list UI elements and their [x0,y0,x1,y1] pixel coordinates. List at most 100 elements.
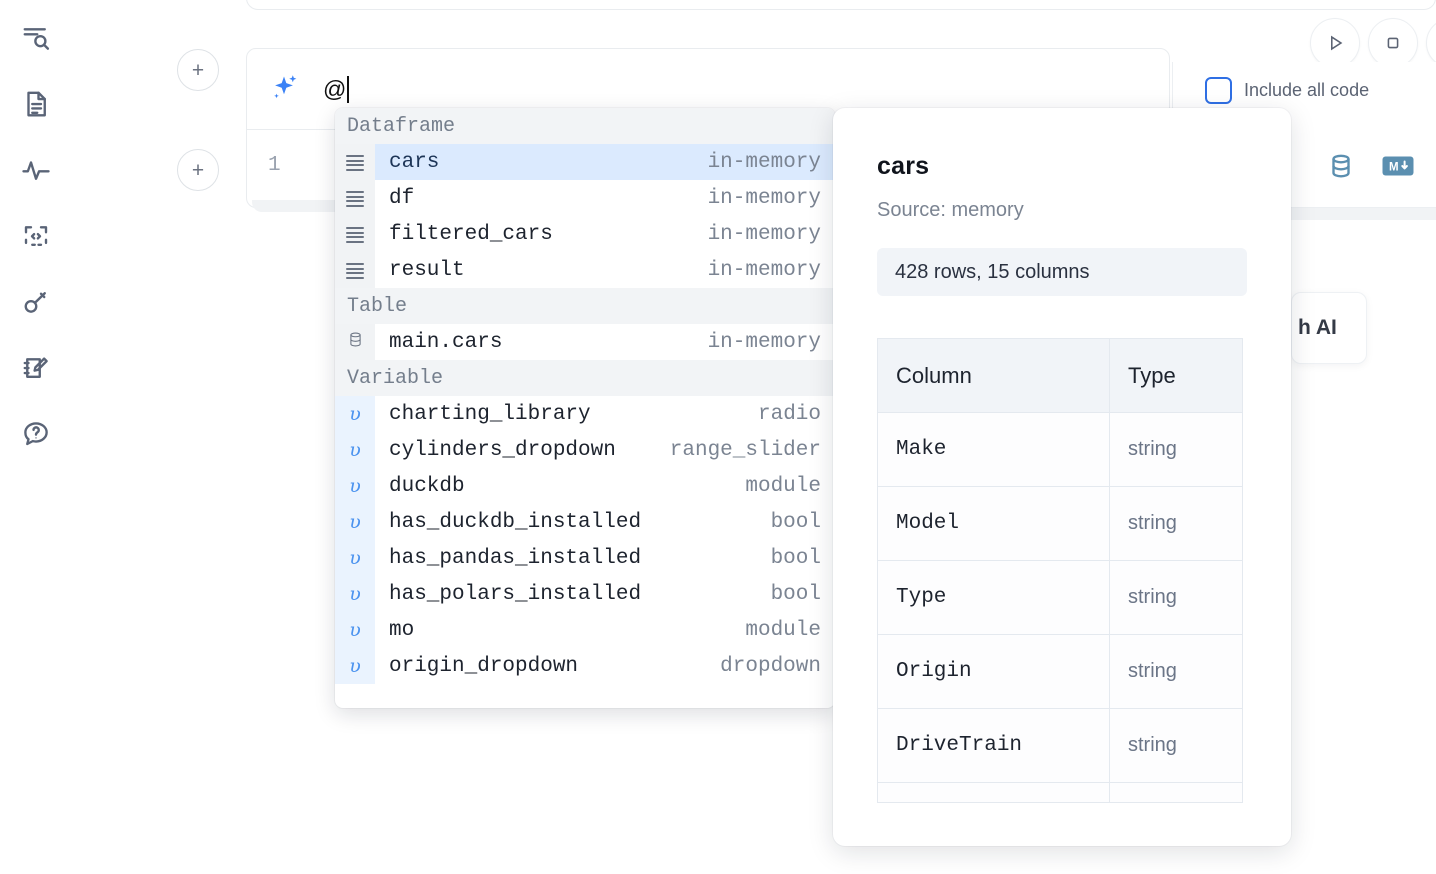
include-all-code-checkbox[interactable] [1205,76,1232,104]
run-button[interactable] [1310,18,1360,68]
preview-table-row-clipped [877,782,1243,803]
stop-button[interactable] [1368,18,1418,68]
autocomplete-item-meta: radio [757,402,821,426]
include-all-code-label: Include all code [1244,79,1370,100]
autocomplete-item-name: result [389,258,465,282]
autocomplete-item-meta: module [745,474,821,498]
autocomplete-item[interactable]: cars in-memory [335,144,835,180]
file-document-icon[interactable] [14,82,58,126]
autocomplete-item-meta: dropdown [720,654,821,678]
upsilon-variable-icon: υ [335,648,375,684]
code-snippet-icon[interactable] [14,214,58,258]
preview-column-type: string [1109,634,1243,709]
autocomplete-item-name: charting_library [389,402,591,426]
preview-column-type: string [1109,412,1243,487]
autocomplete-item[interactable]: filtered_cars in-memory [335,216,835,252]
activity-pulse-icon[interactable] [14,148,58,192]
autocomplete-item-name: origin_dropdown [389,654,579,678]
autocomplete-item-meta: in-memory [707,222,821,246]
autocomplete-group-label: Table [335,288,835,324]
preview-column-header: Column [877,338,1110,413]
autocomplete-item-name: mo [389,618,415,642]
more-actions-button[interactable] [1426,18,1436,68]
autocomplete-item-meta: in-memory [707,150,821,174]
help-chat-icon[interactable] [14,412,58,456]
preview-shape-badge: 428 rows, 15 columns [877,248,1247,296]
include-all-code-row[interactable]: Include all code [1172,62,1436,118]
text-cursor [347,75,350,103]
hamburger-rows-icon [335,144,375,180]
markdown-icon[interactable]: M [1382,154,1414,183]
upsilon-variable-icon: υ [335,540,375,576]
autocomplete-item-name: has_duckdb_installed [389,510,642,534]
autocomplete-item-meta: in-memory [707,258,821,282]
ai-prompt-input[interactable]: @ [323,75,350,103]
ai-sparkle-icon [267,72,301,106]
notebook-edit-icon[interactable] [14,346,58,390]
autocomplete-group-label: Dataframe [335,108,835,144]
preview-column-type: string [1109,560,1243,635]
autocomplete-item-name: has_pandas_installed [389,546,642,570]
autocomplete-item-meta: bool [770,546,821,570]
upsilon-variable-icon: υ [335,432,375,468]
autocomplete-item[interactable]: υ cylinders_dropdown range_slider [335,432,835,468]
preview-column-name: Make [877,412,1110,487]
key-secrets-icon[interactable] [14,280,58,324]
autocomplete-item-meta: module [745,618,821,642]
hamburger-rows-icon [335,180,375,216]
autocomplete-item-name: cylinders_dropdown [389,438,616,462]
preview-column-type: string [1109,708,1243,783]
top-partial-card [246,0,1436,10]
preview-column-name: Model [877,486,1110,561]
preview-column-name: DriveTrain [877,708,1110,783]
run-controls [1310,18,1436,68]
add-cell-button-top[interactable]: + [177,49,219,91]
autocomplete-item[interactable]: result in-memory [335,252,835,288]
autocomplete-item-meta: in-memory [707,186,821,210]
autocomplete-item-meta: range_slider [669,438,821,462]
preview-column-type: string [1109,486,1243,561]
autocomplete-item-meta: bool [770,582,821,606]
autocomplete-item[interactable]: df in-memory [335,180,835,216]
preview-source: Source: memory [877,199,1024,221]
preview-table-header-row: Column Type [877,338,1243,413]
svg-text:M: M [1389,162,1399,174]
dataframe-preview-panel: cars Source: memory 428 rows, 15 columns… [833,108,1291,846]
upsilon-variable-icon: υ [335,612,375,648]
preview-type-header: Type [1109,338,1243,413]
autocomplete-item-name: filtered_cars [389,222,553,246]
upsilon-variable-icon: υ [335,576,375,612]
upsilon-variable-icon: υ [335,504,375,540]
autocomplete-item-name: df [389,186,415,210]
hamburger-rows-icon [335,216,375,252]
hamburger-rows-icon [335,252,375,288]
autocomplete-item-name: duckdb [389,474,465,498]
generate-with-ai-card[interactable]: h AI [1291,292,1367,364]
left-icon-rail [0,0,72,874]
explore-search-icon[interactable] [14,16,58,60]
upsilon-variable-icon: υ [335,468,375,504]
autocomplete-item-name: cars [389,150,440,174]
add-cell-button-bottom[interactable]: + [177,149,219,191]
ai-prompt-value: @ [323,75,347,102]
autocomplete-item[interactable]: υ has_pandas_installed bool [335,540,835,576]
database-icon[interactable] [1326,151,1356,186]
preview-column-name: Origin [877,634,1110,709]
preview-title: cars [877,152,930,180]
plus-icon: + [191,158,205,182]
autocomplete-item[interactable]: υ origin_dropdown dropdown [335,648,835,684]
autocomplete-item-name: main.cars [389,330,503,354]
